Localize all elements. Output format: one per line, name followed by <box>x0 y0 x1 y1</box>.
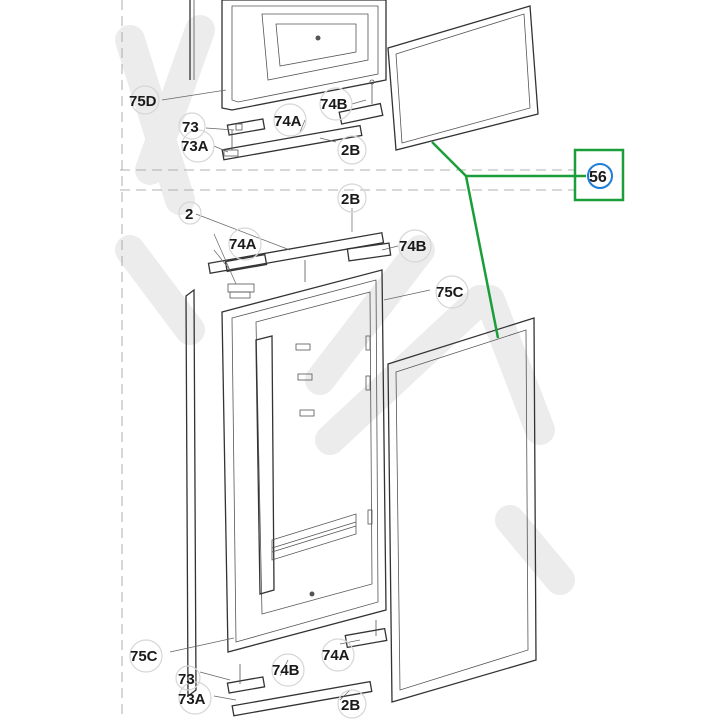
lower-door-side-trim <box>185 288 197 698</box>
label-73a-bottom: 73A <box>178 691 206 708</box>
label-73-bottom: 73 <box>178 671 195 688</box>
label-2b-bottom: 2B <box>341 697 360 714</box>
label-74b-bottom: 74B <box>272 662 300 679</box>
label-56: 56 <box>589 169 607 186</box>
label-75d: 75D <box>129 93 157 110</box>
label-74a-bottom: 74A <box>322 647 350 664</box>
upper-door-side-trim <box>189 0 195 80</box>
label-2b-top: 2B <box>341 142 360 159</box>
lower-door-gasket <box>387 317 537 703</box>
label-75c-left: 75C <box>130 648 158 665</box>
lower-door-top-parts <box>207 232 392 299</box>
part-56-highlight <box>431 141 625 339</box>
label-74b-top: 74B <box>320 96 348 113</box>
label-circles <box>129 85 469 719</box>
label-74a-mid: 74A <box>229 236 257 253</box>
callout-circle <box>587 163 613 189</box>
label-2b-mid: 2B <box>341 191 360 208</box>
label-73-top: 73 <box>182 119 199 136</box>
label-73a-top: 73A <box>181 138 209 155</box>
leader-lines <box>161 89 431 701</box>
upper-hinge-parts <box>221 79 384 161</box>
lower-door-panel <box>221 269 387 653</box>
reference-lines <box>120 0 575 720</box>
label-74b-mid: 74B <box>399 238 427 255</box>
watermark <box>115 15 575 595</box>
callout-labels: 75D 73 73A 74A 74B 2B 56 2B 2 74A 74B 75… <box>129 93 607 714</box>
label-2: 2 <box>185 206 193 223</box>
label-75c-right: 75C <box>436 284 464 301</box>
upper-door-gasket <box>387 5 539 151</box>
lower-hinge-parts <box>226 620 388 717</box>
upper-door-panel <box>221 0 387 111</box>
label-74a-top: 74A <box>274 113 302 130</box>
callout-box <box>573 148 625 202</box>
